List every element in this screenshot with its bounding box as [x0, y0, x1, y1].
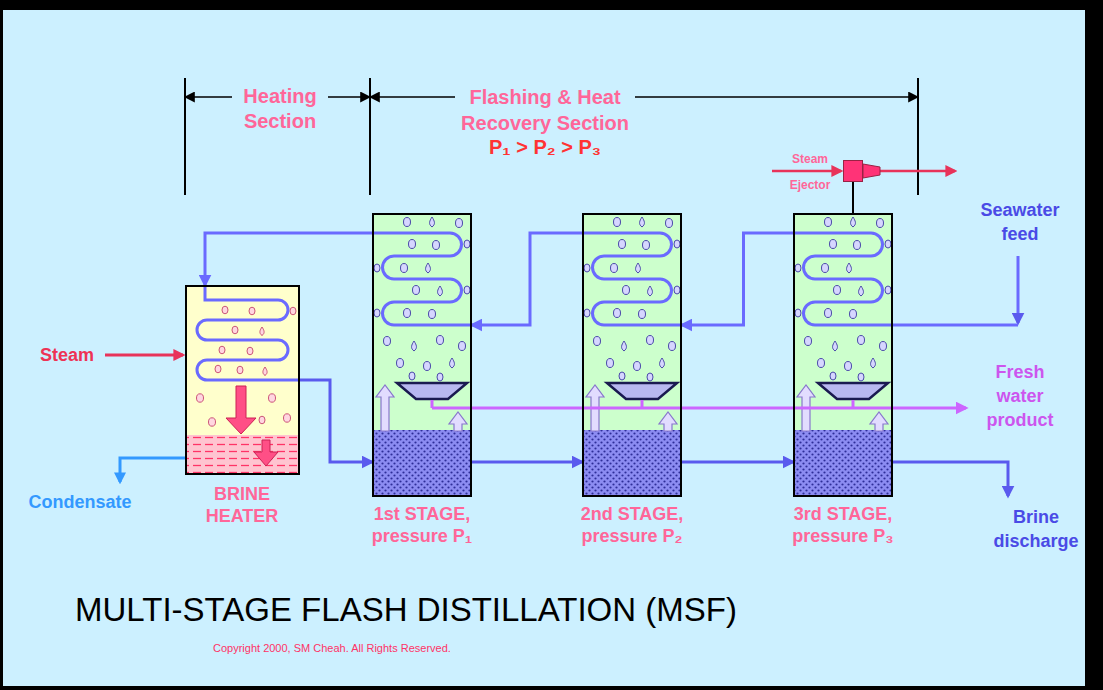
- seawater-feed-line: [893, 324, 1018, 327]
- droplet: [263, 367, 267, 376]
- droplet: [215, 365, 221, 373]
- droplet: [290, 307, 296, 315]
- stream-label: Fresh water product: [980, 360, 1060, 432]
- section-heading: Heating Section: [225, 84, 335, 134]
- droplet: [247, 347, 253, 355]
- condensation-arrow: [254, 440, 278, 466]
- stage-label: 2nd STAGE, pressure P₂: [562, 503, 702, 547]
- fresh-water-line: [432, 407, 966, 410]
- condensation-arrow: [226, 386, 256, 434]
- brine-flow: [300, 380, 372, 462]
- flash-stage: 2nd STAGE, pressure P₂: [582, 213, 682, 497]
- droplet: [197, 394, 204, 402]
- equipment-label: Steam Ejector: [781, 146, 839, 198]
- seawater-pipe: [205, 233, 372, 285]
- dimension-arrow: [328, 96, 369, 98]
- droplet: [219, 346, 225, 354]
- copyright-note: Copyright 2000, SM Cheah. All Rights Res…: [213, 641, 613, 655]
- stage-interior: [582, 213, 682, 497]
- steam-ejector: Steam Ejector: [843, 160, 863, 182]
- dimension-arrow: [371, 96, 455, 98]
- droplet: [237, 366, 243, 374]
- brine-discharge-line: [893, 462, 1008, 496]
- droplet: [269, 394, 276, 402]
- seawater-pipe: [472, 233, 582, 325]
- flash-stage: 3rd STAGE, pressure P₃: [793, 213, 893, 497]
- stage-label: 3rd STAGE, pressure P₃: [773, 503, 913, 547]
- pressure-relation: P₁ > P₂ > P₃: [445, 134, 645, 160]
- equipment-label: BRINE HEATER: [187, 483, 297, 527]
- dimension-arrow: [635, 96, 917, 98]
- dimension-arrow: [186, 96, 232, 98]
- stream-label: Brine discharge: [988, 505, 1084, 553]
- section-bracket: [369, 78, 371, 195]
- stage-label: 1st STAGE, pressure P₁: [352, 503, 492, 547]
- droplet: [222, 306, 228, 314]
- section-bracket: [184, 78, 186, 195]
- brine-flow: [472, 461, 582, 464]
- stream-label: Seawater feed: [965, 198, 1075, 246]
- diagram-title: MULTI-STAGE FLASH DISTILLATION (MSF): [75, 588, 737, 632]
- heater-fill: [185, 285, 300, 475]
- condensate-line: [120, 458, 185, 482]
- droplet: [284, 414, 291, 422]
- section-heading: Flashing & Heat Recovery Section: [450, 84, 640, 136]
- vacuum-line: [852, 182, 854, 213]
- steam-line: [105, 354, 183, 357]
- steam-line: [880, 170, 955, 173]
- seawater-pipe: [682, 233, 793, 325]
- heater-coil: [197, 285, 300, 380]
- droplet: [260, 327, 264, 336]
- brine-flow: [682, 461, 793, 464]
- stage-interior: [793, 213, 893, 497]
- droplet: [249, 307, 255, 315]
- droplet: [259, 416, 265, 424]
- stream-label: Condensate: [20, 490, 140, 514]
- seawater-feed-line: [1017, 256, 1020, 323]
- droplet: [232, 326, 238, 334]
- flash-stage: 1st STAGE, pressure P₁: [372, 213, 472, 497]
- stream-label: Steam: [40, 343, 102, 367]
- ejector-nozzle: [863, 164, 880, 178]
- steam-line: [772, 170, 841, 173]
- stage-interior: [372, 213, 472, 497]
- brine-heater: BRINE HEATER: [185, 285, 300, 475]
- background: [3, 10, 1085, 686]
- droplet: [209, 418, 216, 426]
- heater-brine: [185, 435, 300, 475]
- section-bracket: [917, 78, 919, 195]
